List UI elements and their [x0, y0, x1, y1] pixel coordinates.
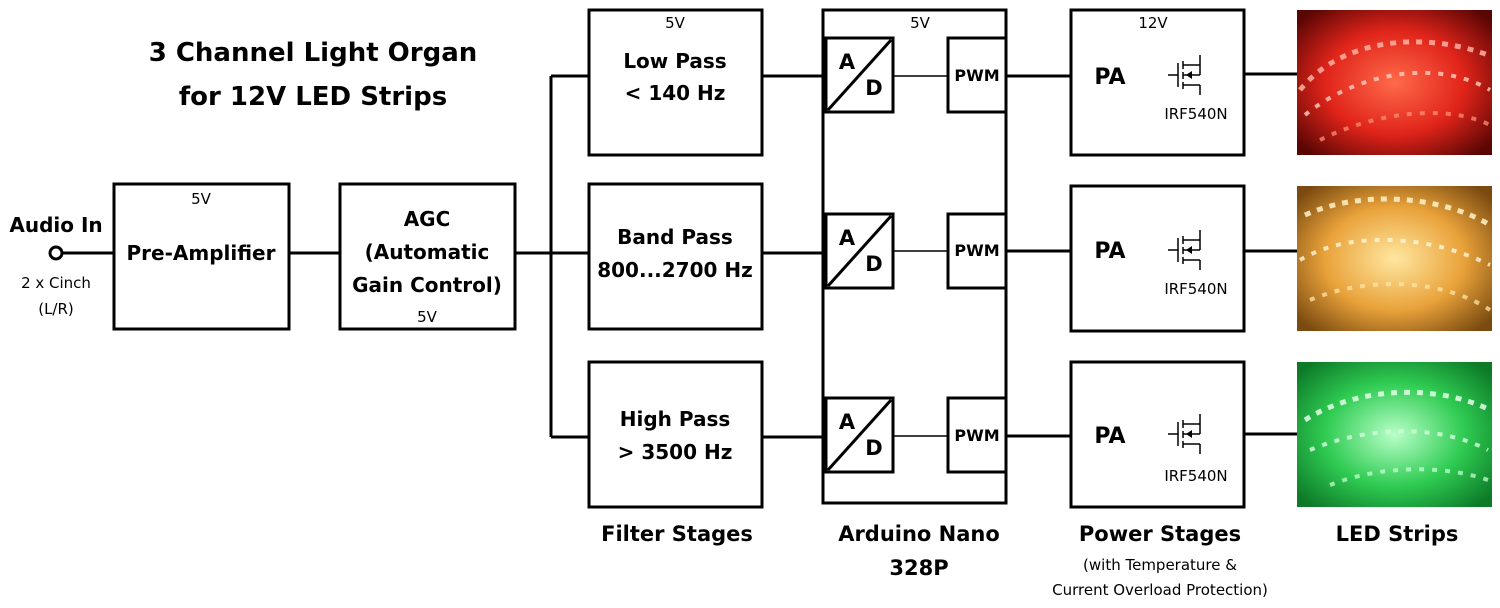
- high-pass-line2: > 3500 Hz: [618, 440, 733, 464]
- diagram-title-line2: for 12V LED Strips: [179, 82, 447, 112]
- diagram-title-line1: 3 Channel Light Organ: [149, 38, 478, 68]
- pa-label: PA: [1094, 424, 1125, 449]
- agc-line3: Gain Control): [352, 273, 502, 297]
- adc-a-label: A: [839, 50, 856, 74]
- arduino-caption-line1: Arduino Nano: [838, 522, 1000, 546]
- low-pass-line2: < 140 Hz: [625, 81, 726, 105]
- led-strip-red-image: [1297, 10, 1492, 155]
- adc-a-label: A: [839, 410, 856, 434]
- audio-in-label: Audio In: [9, 213, 102, 237]
- high-pass-line1: High Pass: [620, 407, 731, 431]
- pre-amplifier-block: 5V Pre-Amplifier: [114, 184, 289, 329]
- filter-stages-caption: Filter Stages: [601, 522, 753, 546]
- led-strip-yellow-image: [1297, 186, 1492, 331]
- low-pass-filter-block: 5V Low Pass < 140 Hz: [589, 10, 762, 155]
- pa-label: PA: [1094, 65, 1125, 90]
- power-stage-2: PA IRF540N: [1071, 186, 1244, 331]
- pa-label: PA: [1094, 239, 1125, 264]
- pre-amplifier-label: Pre-Amplifier: [127, 241, 276, 265]
- high-pass-filter-block: High Pass > 3500 Hz: [589, 362, 762, 507]
- pwm-output-2: PWM: [948, 214, 1006, 288]
- power-voltage: 12V: [1138, 14, 1168, 32]
- adc-converter-1: A D: [826, 38, 893, 112]
- pwm-output-3: PWM: [948, 398, 1006, 472]
- led-strip-green-image: [1297, 362, 1492, 507]
- mosfet-label: IRF540N: [1164, 105, 1227, 123]
- arduino-voltage: 5V: [910, 14, 931, 32]
- power-stages-note1: (with Temperature &: [1083, 556, 1237, 574]
- adc-converter-3: A D: [826, 398, 893, 472]
- agc-voltage: 5V: [417, 308, 438, 326]
- adc-d-label: D: [865, 76, 882, 100]
- band-pass-line2: 800...2700 Hz: [597, 258, 753, 282]
- pwm-label: PWM: [954, 241, 999, 260]
- adc-d-label: D: [865, 436, 882, 460]
- arduino-nano-block: 5V A D PWM A D PWM A D: [823, 10, 1006, 503]
- audio-in-sub1: 2 x Cinch: [21, 274, 91, 292]
- arduino-caption-line2: 328P: [889, 556, 948, 580]
- power-stage-1: 12V PA IRF540N: [1071, 10, 1244, 155]
- band-pass-filter-block: Band Pass 800...2700 Hz: [589, 184, 762, 329]
- agc-block: AGC (Automatic Gain Control) 5V: [340, 184, 515, 329]
- filter-voltage: 5V: [665, 14, 686, 32]
- audio-in-sub2: (L/R): [38, 300, 74, 318]
- agc-line1: AGC: [404, 207, 451, 231]
- pwm-label: PWM: [954, 66, 999, 85]
- low-pass-line1: Low Pass: [623, 49, 726, 73]
- adc-a-label: A: [839, 226, 856, 250]
- adc-converter-2: A D: [826, 214, 893, 288]
- mosfet-label: IRF540N: [1164, 467, 1227, 485]
- band-pass-line1: Band Pass: [617, 225, 733, 249]
- pre-amplifier-voltage: 5V: [191, 190, 212, 208]
- led-strips-caption: LED Strips: [1336, 522, 1459, 546]
- mosfet-label: IRF540N: [1164, 280, 1227, 298]
- power-stages-caption: Power Stages: [1079, 522, 1241, 546]
- pwm-label: PWM: [954, 426, 999, 445]
- power-stage-3: PA IRF540N: [1071, 362, 1244, 507]
- agc-line2: (Automatic: [365, 240, 490, 264]
- pwm-output-1: PWM: [948, 38, 1006, 112]
- adc-d-label: D: [865, 252, 882, 276]
- audio-jack-icon: [50, 247, 62, 259]
- power-stages-note2: Current Overload Protection): [1052, 581, 1268, 599]
